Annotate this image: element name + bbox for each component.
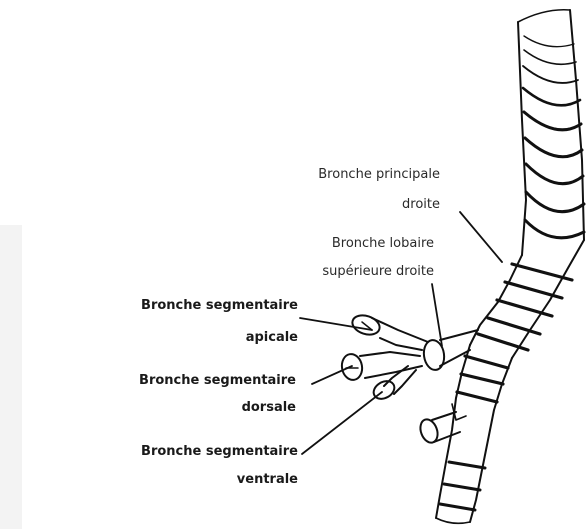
ventral-orifice	[372, 380, 396, 400]
trachea	[517, 8, 586, 256]
upper-lobe-orifice	[422, 339, 446, 371]
leader-ventral	[301, 391, 383, 455]
upper-lobe-bronchus	[422, 329, 479, 371]
label-main-bronchus-line2: droite	[402, 197, 440, 212]
labels: Bronche principale droite Bronche lobair…	[139, 167, 440, 487]
label-ventral-line2: ventrale	[237, 472, 298, 487]
leader-apical	[299, 317, 373, 331]
leader-dorsal	[311, 365, 353, 385]
leader-main-bronchus	[459, 211, 503, 263]
right-main-bronchus	[469, 239, 585, 359]
apical-orifice	[351, 314, 381, 336]
label-apical-line2: apicale	[246, 330, 298, 345]
label-main-bronchus-line1: Bronche principale	[318, 167, 440, 182]
segmental-branches	[340, 314, 429, 400]
background-band	[0, 225, 22, 529]
label-apical-line1: Bronche segmentaire	[141, 298, 298, 313]
ventral-branch	[419, 411, 461, 444]
label-ventral-line1: Bronche segmentaire	[141, 444, 298, 459]
label-dorsal-line2: dorsale	[242, 400, 297, 415]
intermediate-bronchus	[435, 344, 513, 525]
dorsal-orifice	[340, 353, 364, 381]
label-dorsal-line1: Bronche segmentaire	[139, 373, 296, 388]
label-upper-lobe-line1: Bronche lobaire	[332, 236, 434, 251]
main-bronchus-rings	[476, 262, 574, 352]
trachea-rings	[521, 35, 586, 240]
label-upper-lobe-line2: supérieure droite	[322, 264, 434, 279]
leader-lines	[299, 211, 503, 455]
leader-upper-lobe	[431, 283, 443, 347]
intermediate-bronchus-rings	[438, 354, 510, 512]
